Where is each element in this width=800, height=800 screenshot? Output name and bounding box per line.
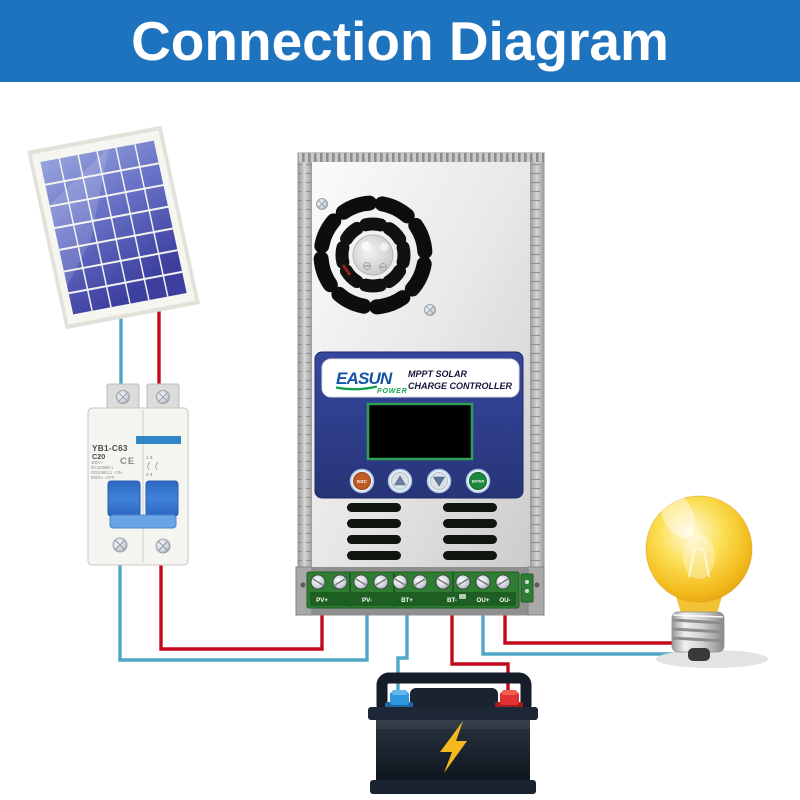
- terminal-screws: [310, 574, 511, 590]
- wire-ou-negative-to-bulb: [503, 604, 688, 645]
- breaker-spec-line: 6000A ↓OFF: [91, 475, 115, 480]
- button-row: ESC ENTER: [349, 468, 491, 494]
- breaker-model: YB1-C63: [92, 444, 128, 453]
- circuit-breaker: YB1-C63 C20 CE 400V~ IEC60898-1 GB10963.…: [87, 383, 189, 566]
- breaker-toggle-tie-bar: [109, 514, 177, 529]
- product-title-line1: MPPT SOLAR: [408, 369, 468, 379]
- solar-panel: [27, 125, 200, 330]
- panel-sheen: [49, 147, 109, 287]
- breaker-pole-numbers-top: 1 3: [146, 455, 153, 460]
- battery-base: [370, 780, 536, 794]
- battery-top-hump: [410, 688, 498, 712]
- esc-button-label: ESC: [357, 479, 367, 485]
- wire-breaker-to-pv-negative: [118, 556, 369, 662]
- breaker-ce-mark: CE: [120, 456, 135, 467]
- bulb-contact-tip: [688, 648, 710, 661]
- terminal-label-ou-plus: OU+: [477, 597, 490, 604]
- wire-ou-positive-to-bulb: [481, 604, 692, 656]
- bulb-shadow: [656, 650, 768, 668]
- light-bulb: [645, 492, 768, 668]
- lcd-display: [366, 402, 474, 461]
- terminal-label-bt-minus: BT-: [447, 597, 457, 604]
- breaker-spec-line: IEC60898-1: [91, 465, 114, 470]
- terminal-label-pv-plus: PV+: [316, 597, 328, 604]
- breaker-blue-stripe: [136, 436, 181, 444]
- vent-slots: [347, 503, 497, 560]
- breaker-toggle-left: [107, 480, 141, 517]
- breaker-toggle-right: [145, 480, 179, 517]
- breaker-rating: C20: [92, 452, 105, 461]
- terminal-label-pv-minus: PV-: [362, 597, 372, 604]
- battery: [368, 672, 538, 794]
- breaker-spec-line: GB10963.1 ↑ON: [91, 470, 122, 475]
- charge-controller: EASUN POWER MPPT SOLAR CHARGE CONTROLLER…: [295, 152, 545, 616]
- bulb-filament: [688, 547, 710, 578]
- fan-hub: [352, 234, 394, 276]
- header-banner: Connection Diagram: [0, 0, 800, 82]
- battery-lid: [368, 707, 538, 720]
- breaker-pole-numbers-bottom: 2 4: [146, 472, 153, 477]
- product-title-line2: CHARGE CONTROLLER: [408, 381, 512, 391]
- brand-logo-sub-text: POWER: [377, 388, 407, 395]
- lightning-bolt-icon: [440, 721, 467, 773]
- brand-logo-text: EASUN: [336, 369, 393, 388]
- brand-logo-swoosh: [335, 385, 378, 391]
- aux-connector: [520, 573, 534, 603]
- terminal-label-ou-minus: OU-: [499, 597, 510, 604]
- down-arrow-icon: [432, 476, 446, 487]
- enter-button-label: ENTER: [472, 480, 485, 484]
- page-title: Connection Diagram: [131, 10, 669, 72]
- controller-top-serration: [298, 153, 544, 162]
- fan-grille-icon: [313, 195, 433, 315]
- wire-breaker-to-pv-positive: [159, 556, 324, 651]
- breaker-spec-line: 400V~: [91, 460, 104, 465]
- terminal-label-bt-plus: BT+: [401, 597, 413, 604]
- up-arrow-icon: [393, 475, 407, 486]
